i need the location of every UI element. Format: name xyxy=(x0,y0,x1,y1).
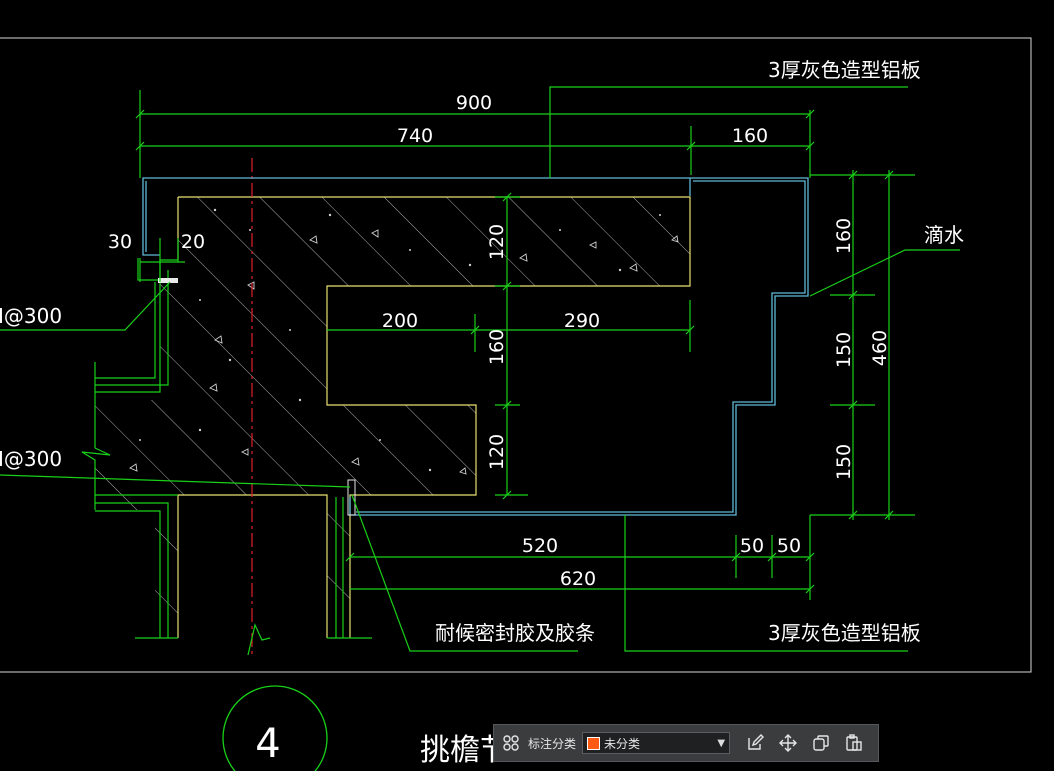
aluminium-panel-inner xyxy=(145,180,806,513)
dim-20: 20 xyxy=(181,231,205,253)
wall-layers xyxy=(81,258,372,656)
top-dimensions xyxy=(135,90,915,600)
dim-160-top: 160 xyxy=(732,125,768,147)
classification-label: 标注分类 xyxy=(528,736,577,751)
rebar-label-upper: I@300 xyxy=(0,304,62,328)
paste-icon[interactable] xyxy=(837,725,870,761)
dim-620: 620 xyxy=(560,568,596,590)
upper-anchor xyxy=(158,278,178,283)
dim-50-left: 50 xyxy=(740,535,764,557)
dim-r-160: 160 xyxy=(833,218,855,254)
grid-icon[interactable] xyxy=(494,725,528,761)
dim-520: 520 xyxy=(522,535,558,557)
aluminium-panel-outline xyxy=(142,177,809,516)
dim-v-160-mid: 160 xyxy=(486,329,508,365)
top-panel-label: 3厚灰色造型铝板 xyxy=(768,58,921,82)
sealant-strip xyxy=(347,479,356,516)
sealant-label: 耐候密封胶及胶条 xyxy=(435,621,595,645)
copy-icon[interactable] xyxy=(804,725,837,761)
move-icon[interactable] xyxy=(771,725,804,761)
bottom-panel-label: 3厚灰色造型铝板 xyxy=(768,621,921,645)
chevron-down-icon: ▼ xyxy=(717,737,726,749)
dim-740: 740 xyxy=(397,125,433,147)
dim-r-150-lower: 150 xyxy=(833,444,855,480)
dim-30: 30 xyxy=(108,231,132,253)
dim-50-right: 50 xyxy=(777,535,801,557)
classification-select[interactable]: 未分类 ▼ xyxy=(582,732,731,754)
annotation-toolbar: 标注分类 未分类 ▼ xyxy=(493,724,879,762)
concrete-section xyxy=(95,197,690,638)
rebar-label-lower: I@300 xyxy=(0,447,62,471)
detail-number: 4 xyxy=(255,721,280,767)
dim-900: 900 xyxy=(456,92,492,114)
category-color-swatch xyxy=(587,736,601,750)
detail-bubble xyxy=(222,685,328,771)
dim-290: 290 xyxy=(564,310,600,332)
classification-selected-value: 未分类 xyxy=(604,736,641,751)
dim-r-150-upper: 150 xyxy=(833,332,855,368)
dim-200: 200 xyxy=(382,310,418,332)
edit-icon[interactable] xyxy=(738,725,771,761)
drip-label: 滴水 xyxy=(924,223,964,247)
dim-r-460: 460 xyxy=(869,330,891,366)
dim-v-120-top: 120 xyxy=(486,224,508,260)
drawing-frame xyxy=(0,37,1032,673)
leader-lines xyxy=(0,86,960,652)
dim-v-120-bottom: 120 xyxy=(486,434,508,470)
